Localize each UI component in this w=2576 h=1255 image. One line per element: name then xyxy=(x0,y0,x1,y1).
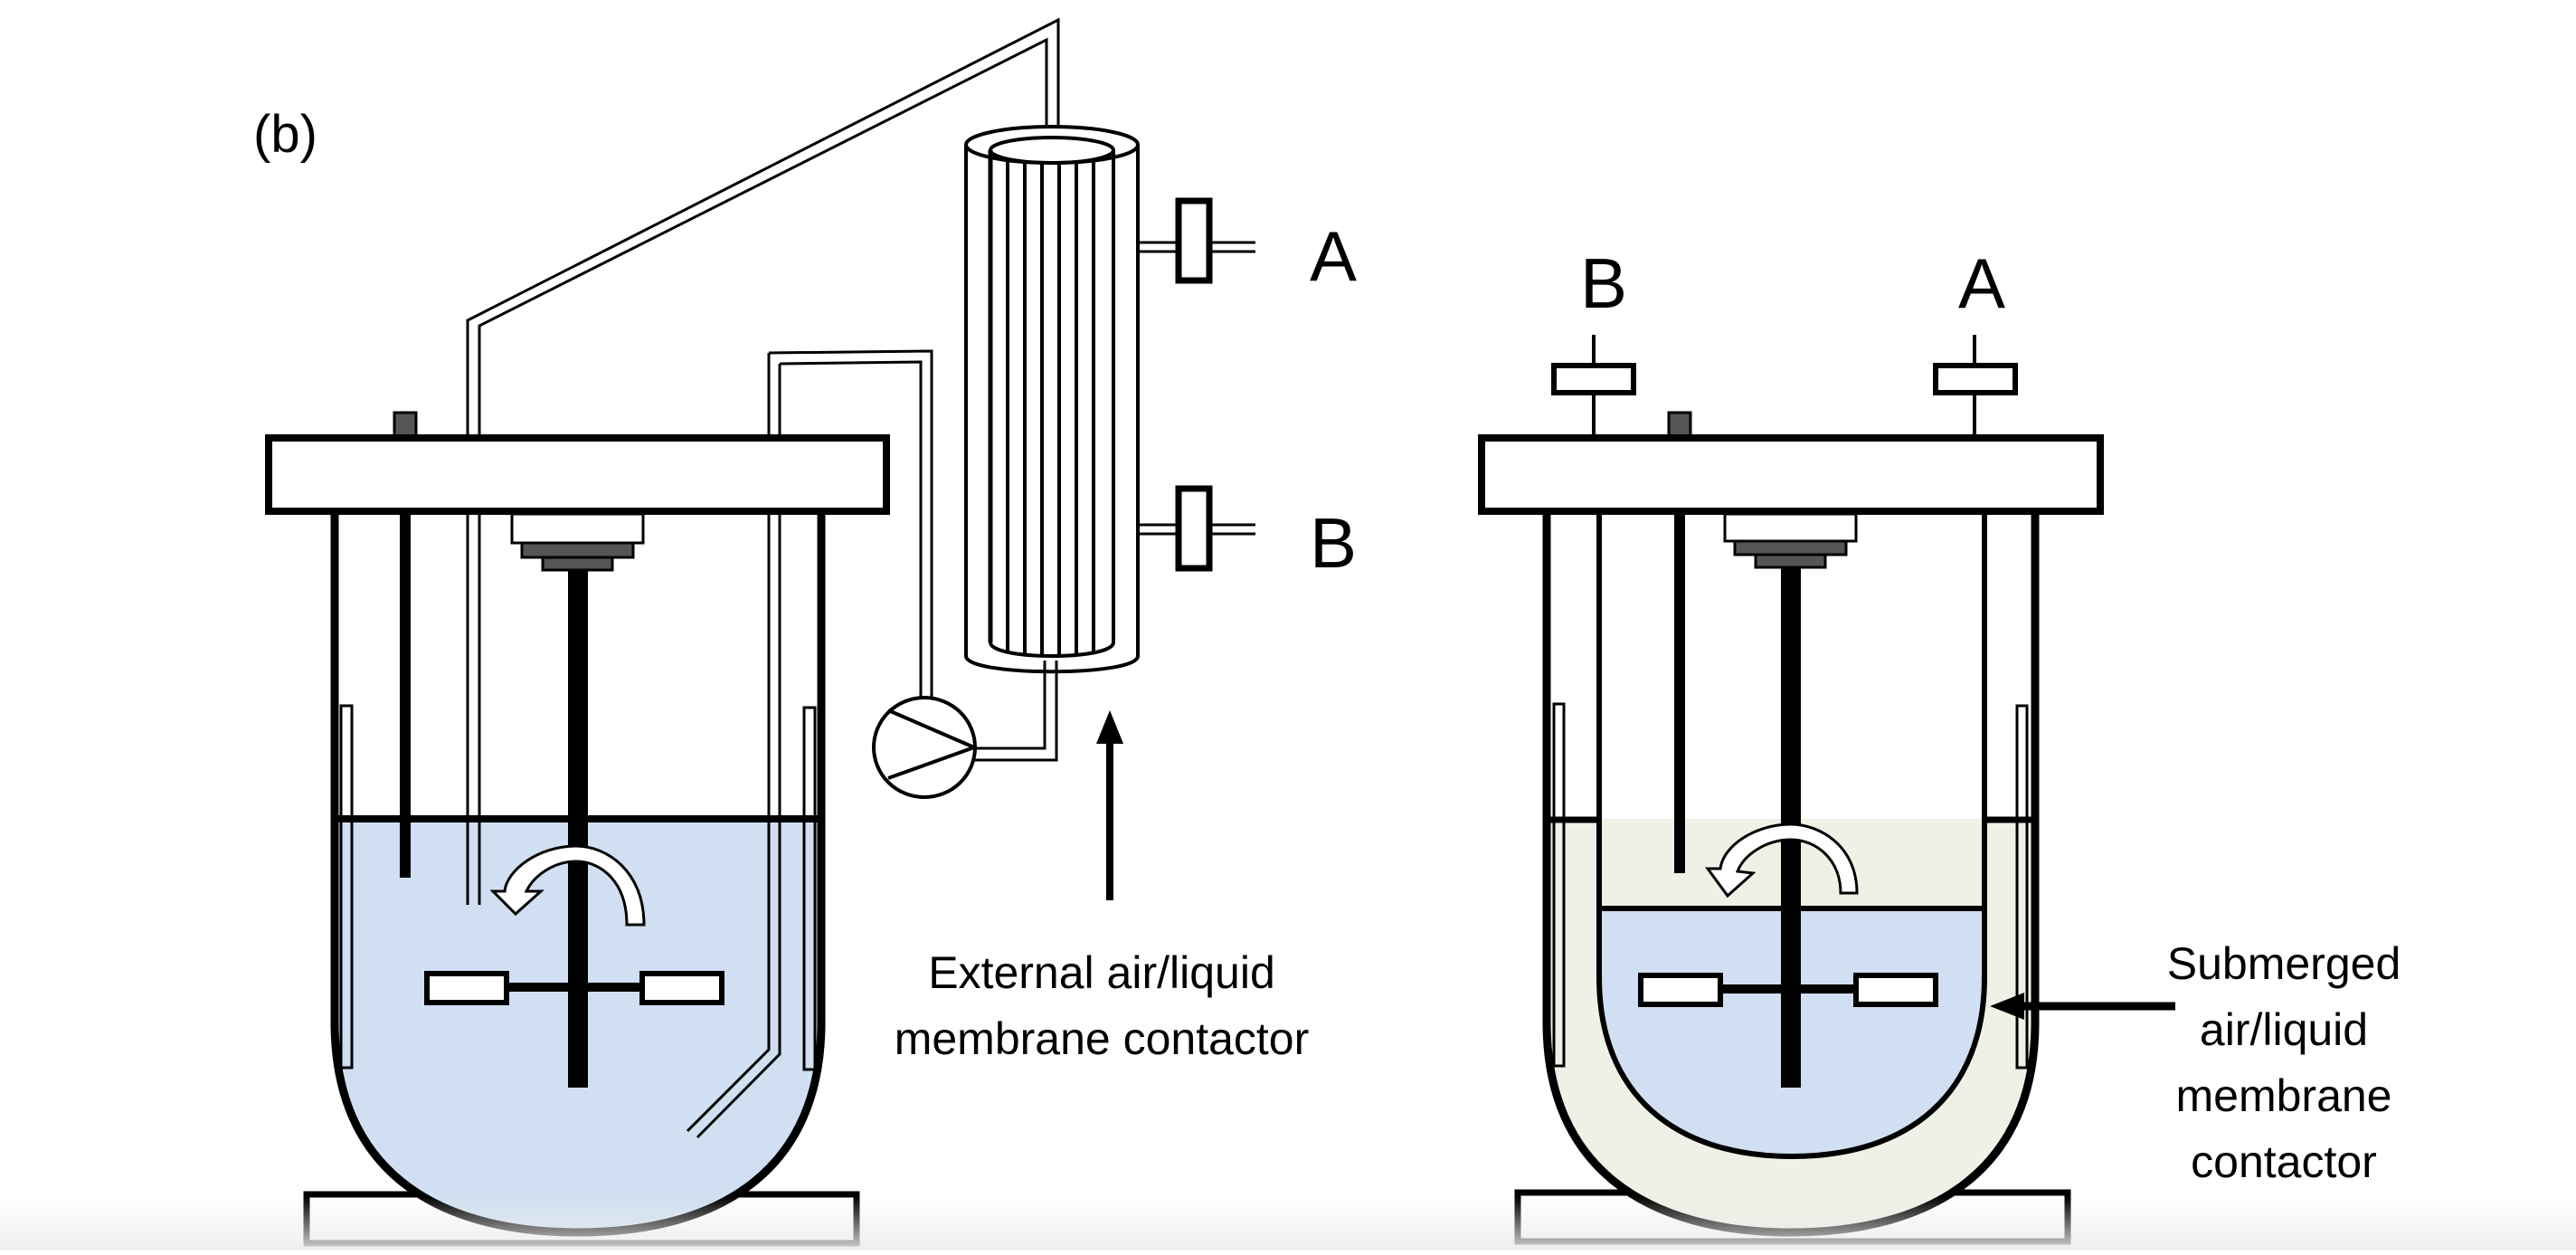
left-impeller-shaft xyxy=(568,570,588,1088)
column-valve-b xyxy=(1175,485,1213,572)
right-port-label-b: B xyxy=(1580,243,1627,323)
right-caption-line2: air/liquid xyxy=(2200,1004,2368,1055)
left-shaft-collar xyxy=(541,556,614,572)
right-valve-a xyxy=(1933,363,2018,395)
membrane-column xyxy=(964,125,1255,674)
column-port-label-a: A xyxy=(1310,216,1357,296)
right-probe xyxy=(1674,511,1685,873)
left-impeller-blade xyxy=(639,971,724,1005)
column-valve-a xyxy=(1175,197,1213,284)
left-recirculation-tube xyxy=(686,349,1058,1139)
right-shaft-seal xyxy=(1733,539,1848,556)
right-port-label-a: A xyxy=(1958,243,2005,323)
right-impeller-blade xyxy=(1853,973,1938,1007)
left-lid xyxy=(265,434,890,515)
left-impeller-arm xyxy=(507,983,642,992)
right-callout-arrow-icon xyxy=(1990,993,2024,1020)
hollow-fibers xyxy=(1006,161,1095,656)
left-baffle-left xyxy=(339,704,354,1070)
left-callout-arrow-icon xyxy=(1096,710,1123,744)
left-baffle-right xyxy=(802,706,817,1071)
left-gas-tube xyxy=(466,17,1060,905)
right-shaft-collar xyxy=(1754,553,1827,569)
left-caption-line1: External air/liquid xyxy=(928,947,1275,998)
right-valve-b xyxy=(1551,363,1636,395)
right-rotation-arrow-icon xyxy=(1705,822,1859,898)
right-submerged-membrane xyxy=(1596,511,1987,1160)
left-shaft-housing xyxy=(510,512,645,545)
right-impeller-arm xyxy=(1720,984,1856,994)
left-setup: A B External air/liquid membrane contact… xyxy=(265,17,1357,1247)
pump-icon xyxy=(872,696,977,799)
left-shaft-seal xyxy=(520,541,635,559)
left-probe xyxy=(400,511,411,878)
left-rotation-arrow-icon xyxy=(489,844,646,927)
right-impeller-blade xyxy=(1638,973,1723,1007)
panel-label: (b) xyxy=(253,105,317,164)
right-baffle-left xyxy=(1552,702,1566,1068)
left-caption-line2: membrane contactor xyxy=(895,1013,1310,1064)
right-setup: B A Submerged air/liquid membrane contac… xyxy=(1478,243,2401,1245)
right-shaft-housing xyxy=(1723,512,1858,543)
left-impeller-blade xyxy=(424,971,509,1005)
right-baffle-right xyxy=(2015,704,2029,1070)
right-caption-line4: contactor xyxy=(2191,1136,2377,1187)
column-port-label-b: B xyxy=(1310,503,1357,583)
right-caption-line3: membrane xyxy=(2176,1070,2392,1121)
right-caption-line1: Submerged xyxy=(2167,938,2401,989)
right-lid xyxy=(1478,434,2104,515)
